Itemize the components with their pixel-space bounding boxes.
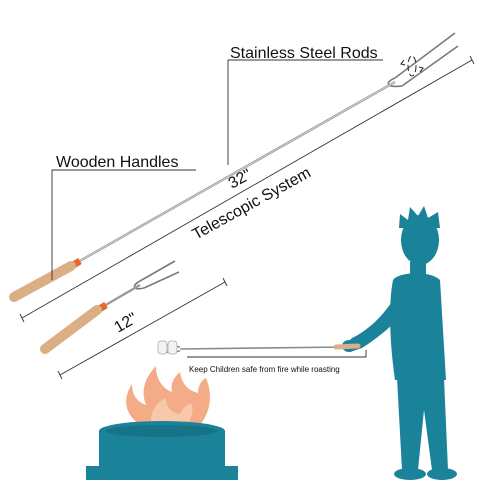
callout-lines — [51, 59, 383, 280]
marshmallow-icon — [157, 340, 178, 355]
label-safety-note: Keep Children safe from fire while roast… — [189, 365, 340, 374]
short-stick-handle — [40, 305, 102, 354]
label-wooden-handles: Wooden Handles — [56, 154, 178, 171]
rotate-arrows-icon — [400, 55, 424, 77]
child-roasting-stick — [159, 343, 361, 354]
short-stick-rod — [103, 283, 141, 308]
short-stick-dimension — [57, 277, 228, 380]
long-stick-handle — [9, 261, 76, 302]
callout-safety-note — [187, 350, 367, 358]
label-stainless-steel-rods: Stainless Steel Rods — [230, 45, 378, 62]
short-stick-fork — [139, 260, 180, 289]
callout-wooden-handles — [51, 169, 196, 280]
callout-stainless-steel — [227, 59, 383, 165]
long-roasting-stick — [9, 32, 459, 302]
short-roasting-stick — [40, 260, 180, 354]
fire-pit — [86, 366, 238, 480]
child-silhouette — [342, 206, 457, 480]
child-stick-handle — [333, 343, 361, 350]
long-stick-dimension — [19, 55, 475, 323]
label-length-32: 32" — [226, 166, 255, 192]
long-stick-fork — [394, 32, 459, 87]
